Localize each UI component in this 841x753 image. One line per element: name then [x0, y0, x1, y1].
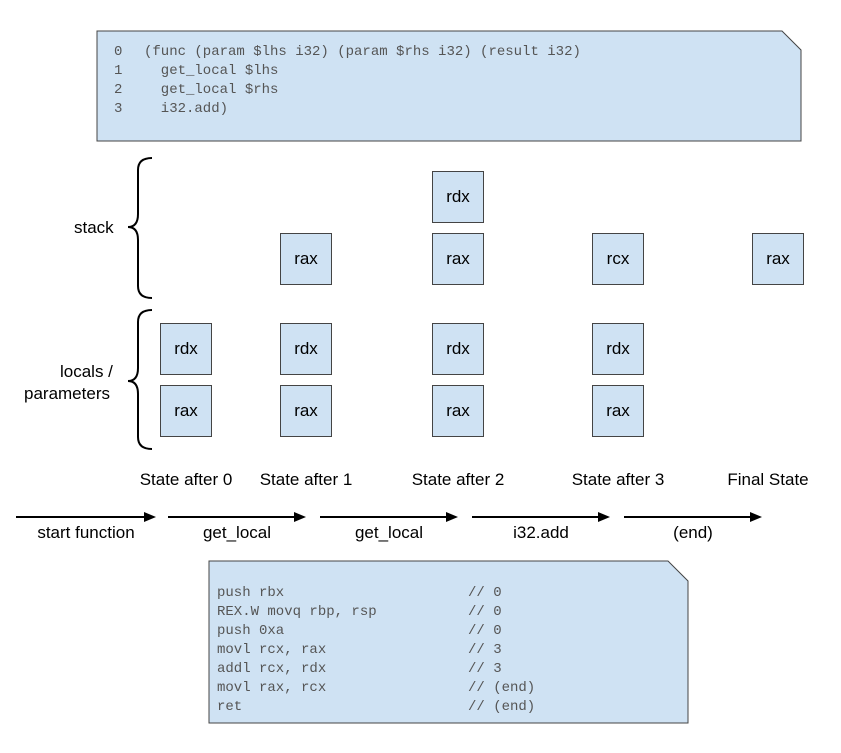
- asm-instruction: ret: [217, 699, 243, 715]
- wasm-code-note: 0 (func (param $lhs i32) (param $rhs i32)…: [96, 30, 802, 142]
- wasm-line-text: i32.add): [144, 101, 229, 117]
- state-label: State after 1: [259, 470, 353, 489]
- wasm-line-text: get_local $rhs: [144, 82, 279, 98]
- local-register: rax: [592, 385, 644, 437]
- stack-register: rdx: [432, 171, 484, 223]
- stack-register: rax: [280, 233, 332, 285]
- locals-label-line1: locals /: [60, 362, 113, 381]
- transition-arrowhead: [598, 512, 610, 522]
- wasm-line-number: 3: [114, 101, 123, 117]
- transition-arrowhead: [750, 512, 762, 522]
- transition-arrowhead: [144, 512, 156, 522]
- stack-register: rax: [432, 233, 484, 285]
- wasm-line-text: get_local $lhs: [144, 63, 279, 79]
- asm-comment: // 3: [468, 642, 502, 658]
- local-register: rdx: [280, 323, 332, 375]
- asm-comment: // 3: [468, 661, 502, 677]
- asm-instruction: movl rax, rcx: [217, 680, 327, 696]
- asm-comment: // (end): [468, 680, 536, 696]
- wasm-line-text: (func (param $lhs i32) (param $rhs i32) …: [144, 44, 581, 60]
- locals-label-line2: parameters: [24, 384, 110, 403]
- transition-label: start function: [37, 523, 135, 542]
- transition-label: get_local: [202, 523, 272, 542]
- transition-label: (end): [673, 523, 713, 542]
- state-label: State after 3: [571, 470, 665, 489]
- asm-comment: // 0: [468, 623, 502, 639]
- asm-comment: // 0: [468, 604, 502, 620]
- state-label: State after 0: [139, 470, 233, 489]
- local-register: rax: [432, 385, 484, 437]
- asm-instruction: addl rcx, rdx: [217, 661, 327, 677]
- locals-brace: [127, 309, 153, 450]
- state-label: State after 2: [411, 470, 505, 489]
- local-register: rdx: [432, 323, 484, 375]
- local-register: rax: [160, 385, 212, 437]
- asm-comment: // 0: [468, 585, 502, 601]
- wasm-note-shape: [96, 30, 802, 142]
- local-register: rdx: [160, 323, 212, 375]
- state-label: Final State: [727, 470, 809, 489]
- transition-label: get_local: [354, 523, 424, 542]
- transition-arrowhead: [446, 512, 458, 522]
- transition-arrowhead: [294, 512, 306, 522]
- wasm-line-number: 1: [114, 63, 123, 79]
- transition-label: i32.add: [513, 523, 569, 542]
- asm-instruction: movl rcx, rax: [217, 642, 327, 658]
- stack-label: stack: [74, 218, 114, 237]
- wasm-line-number: 2: [114, 82, 123, 98]
- stack-register: rcx: [592, 233, 644, 285]
- asm-comment: // (end): [468, 699, 536, 715]
- local-register: rax: [280, 385, 332, 437]
- asm-instruction: push rbx: [217, 585, 285, 601]
- asm-note-shape: [208, 560, 689, 724]
- stack-register: rax: [752, 233, 804, 285]
- asm-code-note: push rbx // 0 REX.W movq rbp, rsp // 0 push …: [208, 560, 689, 724]
- wasm-line-number: 0: [114, 44, 123, 60]
- local-register: rdx: [592, 323, 644, 375]
- asm-instruction: REX.W movq rbp, rsp: [217, 604, 377, 620]
- stack-brace: [127, 157, 153, 299]
- asm-instruction: push 0xa: [217, 623, 285, 639]
